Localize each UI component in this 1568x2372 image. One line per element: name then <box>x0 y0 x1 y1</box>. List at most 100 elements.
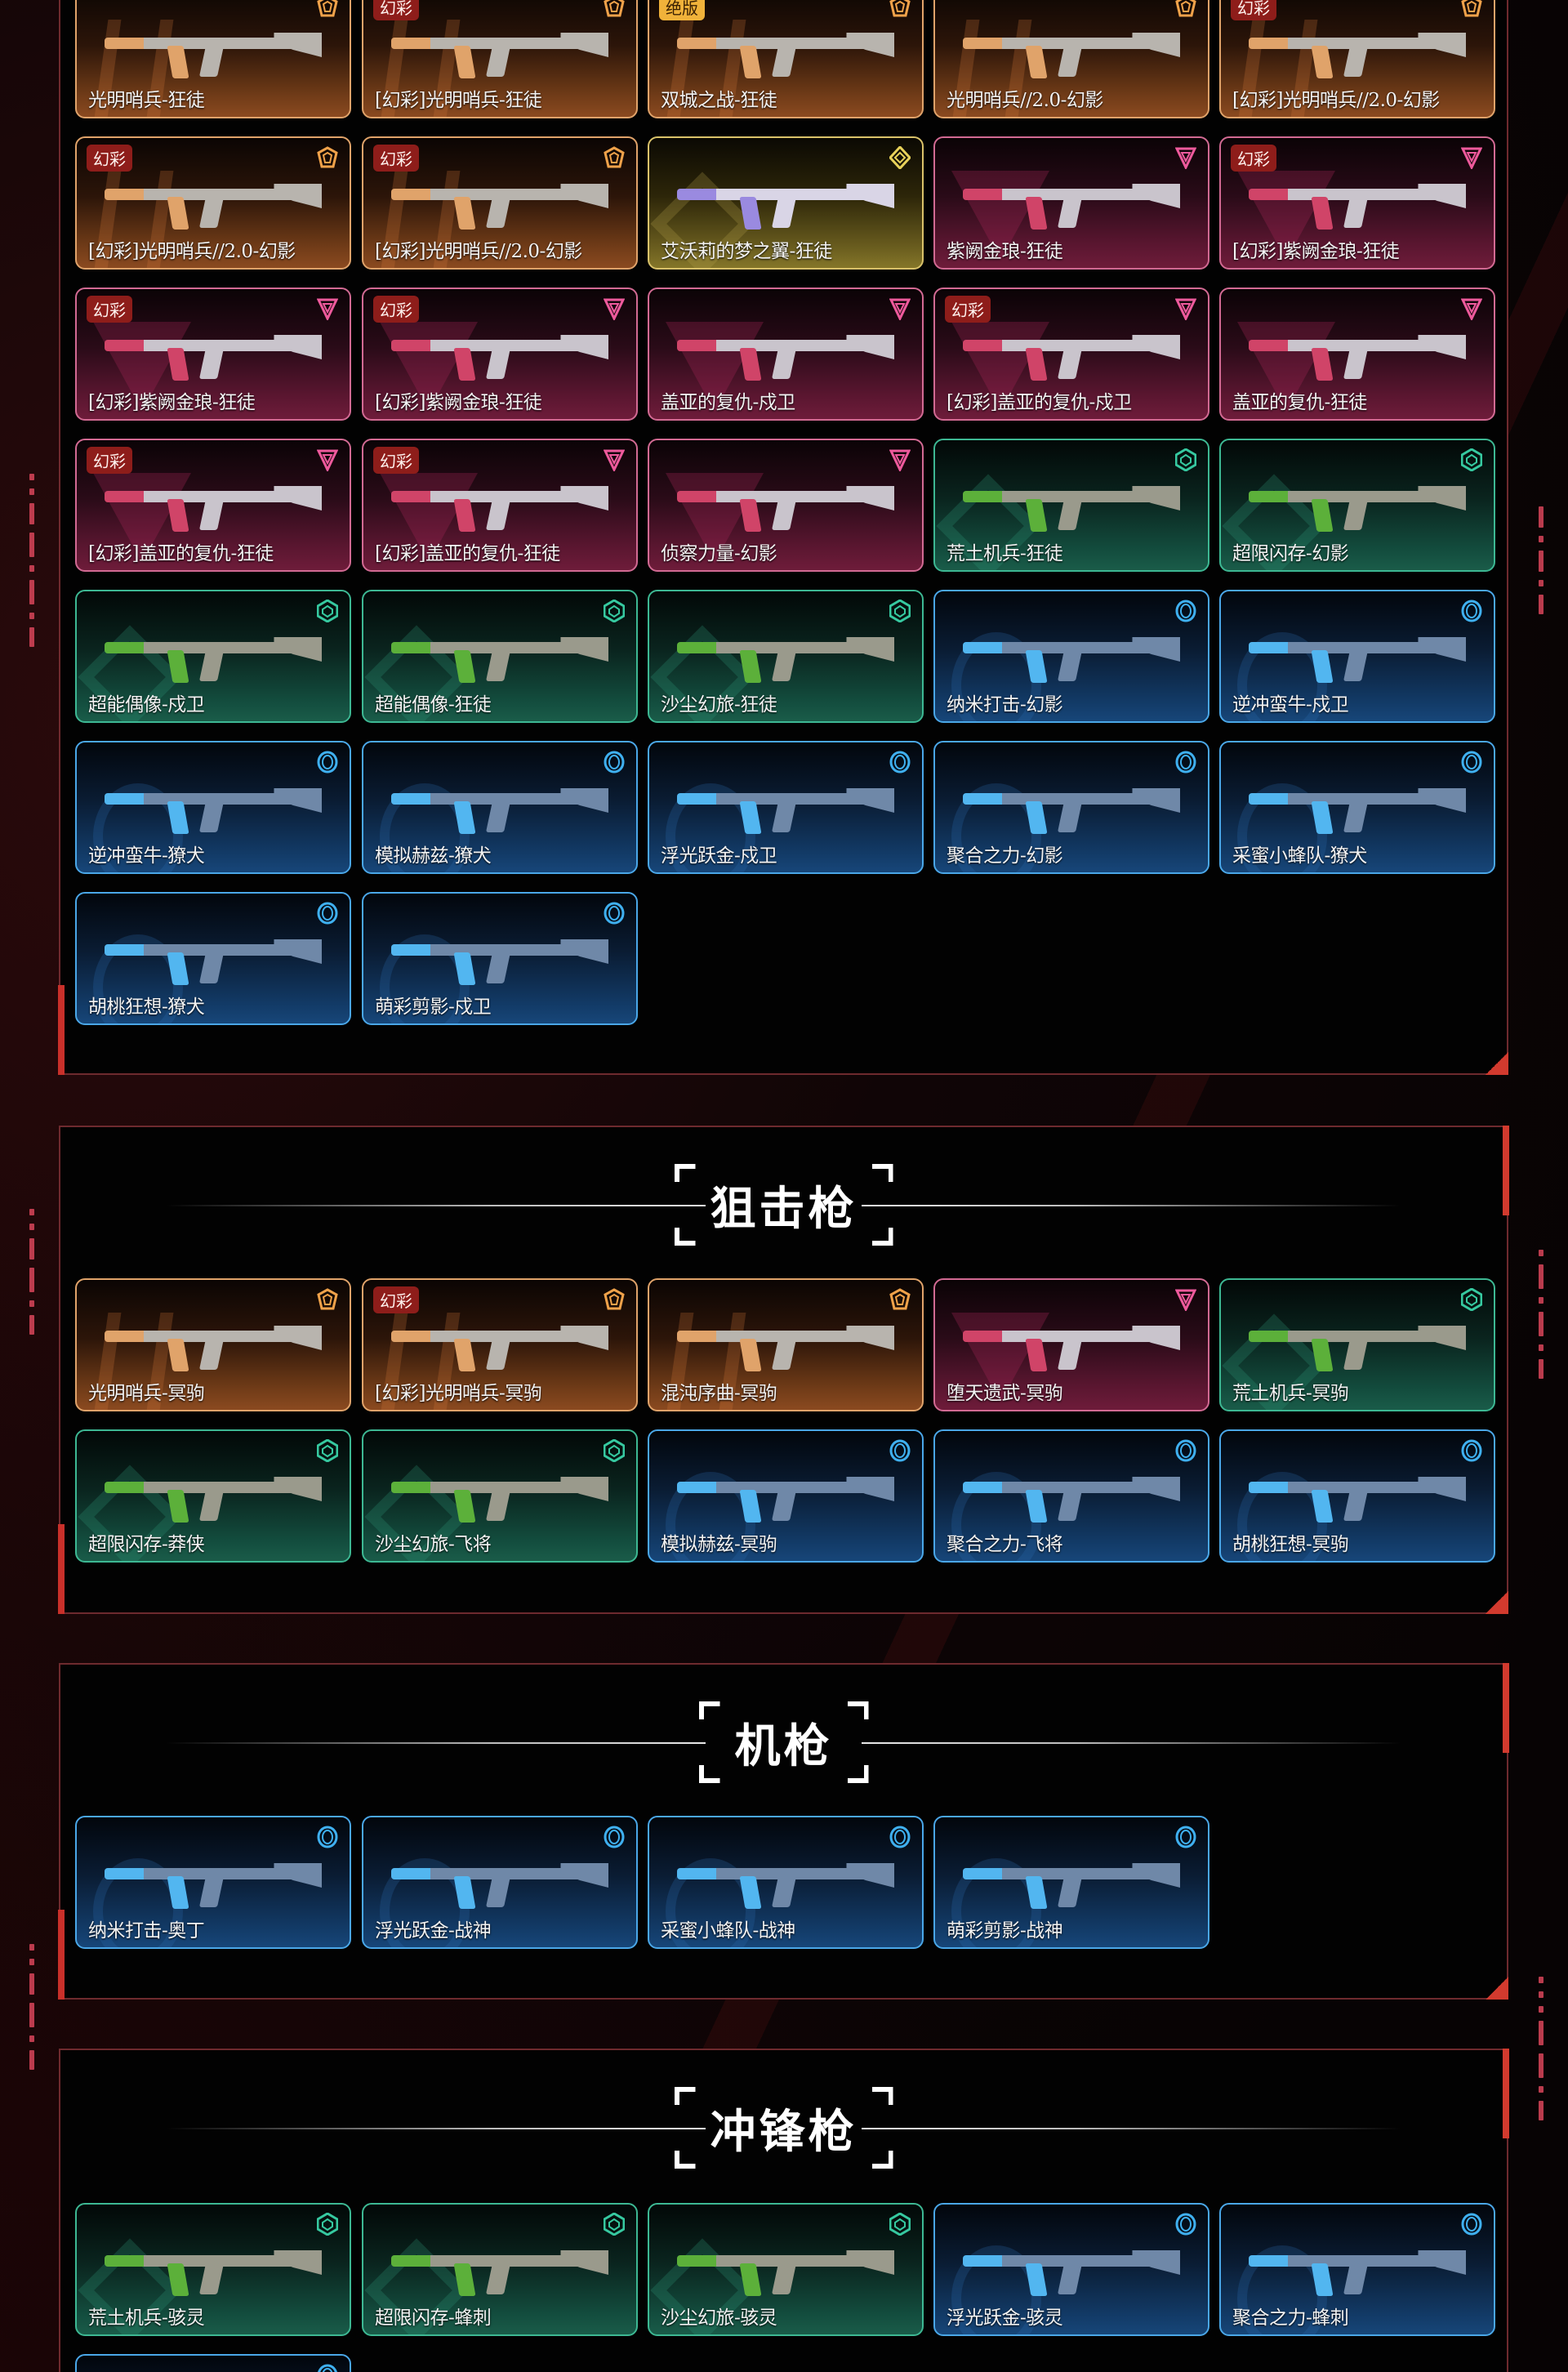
skin-card[interactable]: 采蜜小蜂队-獠犬 <box>1219 741 1495 874</box>
skin-card[interactable]: 光明哨兵//2.0-幻影 <box>933 0 1209 118</box>
skin-card[interactable]: 模拟赫兹-獠犬 <box>362 741 638 874</box>
skin-name: 浮光跃金-战神 <box>375 1920 492 1942</box>
circle-tier-icon <box>1461 2213 1482 2236</box>
skin-card[interactable]: 幻彩[幻彩]紫阙金琅-狂徒 <box>75 288 351 421</box>
skin-card[interactable]: 混沌序曲-冥驹 <box>648 1278 924 1411</box>
skin-card[interactable]: 采蜜小蜂队-战神 <box>648 1816 924 1949</box>
skin-card[interactable]: 纳米打击-奥丁 <box>75 1816 351 1949</box>
triangle-tier-icon <box>1174 146 1197 171</box>
header-divider <box>862 2128 1401 2129</box>
skin-card[interactable]: 幻彩[幻彩]盖亚的复仇-狂徒 <box>75 439 351 572</box>
skin-card[interactable]: 萌彩剪影-戍卫 <box>362 892 638 1025</box>
triangle-tier-icon <box>603 297 626 322</box>
skin-card[interactable]: 超能偶像-狂徒 <box>362 590 638 723</box>
weapon-image <box>105 479 322 532</box>
skin-card[interactable]: 盖亚的复仇-狂徒 <box>1219 288 1495 421</box>
weapon-image <box>105 1319 322 1371</box>
skin-card[interactable]: 幻彩[幻彩]光明哨兵//2.0-幻影 <box>1219 0 1495 118</box>
triangle-tier-icon <box>1174 297 1197 322</box>
pentagon-tier-icon <box>604 1288 625 1311</box>
left-dash-decoration <box>29 1209 34 1343</box>
skin-name: 胡桃狂想-獠犬 <box>88 997 205 1018</box>
skin-card[interactable]: 浮光跃金-战神 <box>362 1816 638 1949</box>
skin-card[interactable]: 光明哨兵-狂徒 <box>75 0 351 118</box>
pentagon-tier-icon <box>317 0 338 18</box>
smg-section: 冲锋枪 荒土机兵-骇灵超限闪存-蜂刺沙尘幻旅-骇灵浮光跃金-骇灵聚合之力-蜂刺 <box>59 2049 1509 2372</box>
skin-card[interactable]: 胡桃狂想-獠犬 <box>75 892 351 1025</box>
skin-card[interactable]: 逆冲蛮牛-戍卫 <box>1219 590 1495 723</box>
skin-name: 艾沃莉的梦之翼-狂徒 <box>661 241 832 262</box>
skin-card[interactable]: 浮光跃金-戍卫 <box>648 741 924 874</box>
rifle-section: 光明哨兵-狂徒幻彩[幻彩]光明哨兵-狂徒绝版双城之战-狂徒光明哨兵//2.0-幻… <box>58 0 1508 1075</box>
skin-card[interactable]: 幻彩[幻彩]紫阙金琅-狂徒 <box>1219 136 1495 270</box>
skin-name: 逆冲蛮牛-戍卫 <box>1232 694 1349 716</box>
triangle-tier-icon <box>889 448 911 473</box>
skin-card[interactable]: 沙尘幻旅-飞将 <box>362 1429 638 1563</box>
weapon-image <box>963 2244 1180 2296</box>
skin-name: 超限闪存-蜂刺 <box>375 2307 492 2329</box>
skin-name: 纳米打击-幻影 <box>947 694 1063 716</box>
skin-card[interactable]: 沙尘幻旅-骇灵 <box>648 2203 924 2336</box>
skin-card[interactable]: 逆冲蛮牛-獠犬 <box>75 741 351 874</box>
skin-card[interactable]: 光明哨兵-冥驹 <box>75 1278 351 1411</box>
skin-card[interactable] <box>75 2354 351 2372</box>
skin-name: [幻彩]光明哨兵//2.0-幻影 <box>88 241 296 262</box>
circle-tier-icon <box>604 1826 625 1848</box>
skin-card[interactable]: 超限闪存-蜂刺 <box>362 2203 638 2336</box>
weapon-image <box>677 479 894 532</box>
skin-card[interactable]: 沙尘幻旅-狂徒 <box>648 590 924 723</box>
skin-card[interactable]: 超能偶像-戍卫 <box>75 590 351 723</box>
weapon-image <box>1249 2244 1466 2296</box>
skin-name: 盖亚的复仇-狂徒 <box>1232 392 1367 413</box>
skin-card[interactable]: 幻彩[幻彩]光明哨兵-狂徒 <box>362 0 638 118</box>
skin-card[interactable]: 紫阙金琅-狂徒 <box>933 136 1209 270</box>
skin-card[interactable]: 艾沃莉的梦之翼-狂徒 <box>648 136 924 270</box>
panel-corner-accent <box>1486 1052 1508 1075</box>
variant-tag: 幻彩 <box>87 447 132 474</box>
left-dash-decoration <box>29 474 34 655</box>
skin-card[interactable]: 聚合之力-蜂刺 <box>1219 2203 1495 2336</box>
skin-card[interactable]: 侦察力量-幻影 <box>648 439 924 572</box>
section-header: 机枪 <box>60 1697 1507 1787</box>
variant-tag: 绝版 <box>659 0 705 20</box>
skin-card[interactable]: 聚合之力-飞将 <box>933 1429 1209 1563</box>
skin-card[interactable]: 幻彩[幻彩]光明哨兵//2.0-幻影 <box>75 136 351 270</box>
weapon-image <box>391 933 608 985</box>
skin-card[interactable]: 盖亚的复仇-戍卫 <box>648 288 924 421</box>
weapon-image <box>677 328 894 381</box>
right-dash-decoration <box>1539 506 1544 622</box>
skin-card[interactable]: 纳米打击-幻影 <box>933 590 1209 723</box>
section-title: 机枪 <box>734 1719 833 1773</box>
skin-card[interactable]: 荒土机兵-狂徒 <box>933 439 1209 572</box>
skin-card[interactable]: 幻彩[幻彩]紫阙金琅-狂徒 <box>362 288 638 421</box>
skin-card[interactable]: 绝版双城之战-狂徒 <box>648 0 924 118</box>
skin-card[interactable]: 幻彩[幻彩]盖亚的复仇-狂徒 <box>362 439 638 572</box>
sniper-section: 狙击枪 光明哨兵-冥驹幻彩[幻彩]光明哨兵-冥驹混沌序曲-冥驹堕天遗武-冥驹荒土… <box>58 1126 1509 1614</box>
skin-card[interactable]: 荒土机兵-冥驹 <box>1219 1278 1495 1411</box>
weapon-image <box>105 1470 322 1523</box>
skin-card[interactable]: 聚合之力-幻影 <box>933 741 1209 874</box>
skin-card[interactable]: 超限闪存-幻影 <box>1219 439 1495 572</box>
triangle-tier-icon <box>603 448 626 473</box>
hexagon-tier-icon <box>889 2212 911 2236</box>
skin-card[interactable]: 超限闪存-莽侠 <box>75 1429 351 1563</box>
skin-card[interactable]: 萌彩剪影-战神 <box>933 1816 1209 1949</box>
weapon-image <box>677 631 894 683</box>
skin-card[interactable]: 堕天遗武-冥驹 <box>933 1278 1209 1411</box>
circle-tier-icon <box>889 1439 911 1462</box>
weapon-image <box>1249 782 1466 834</box>
skin-card[interactable]: 幻彩[幻彩]光明哨兵-冥驹 <box>362 1278 638 1411</box>
hexagon-tier-icon <box>316 599 339 623</box>
skin-card[interactable]: 胡桃狂想-冥驹 <box>1219 1429 1495 1563</box>
circle-tier-icon <box>1175 2213 1196 2236</box>
skin-card[interactable]: 浮光跃金-骇灵 <box>933 2203 1209 2336</box>
skin-name: 浮光跃金-骇灵 <box>947 2307 1063 2329</box>
header-divider <box>167 1742 706 1744</box>
skin-card[interactable]: 模拟赫兹-冥驹 <box>648 1429 924 1563</box>
skin-card[interactable]: 幻彩[幻彩]光明哨兵//2.0-幻影 <box>362 136 638 270</box>
skin-card[interactable]: 幻彩[幻彩]盖亚的复仇-戍卫 <box>933 288 1209 421</box>
skin-name: 荒土机兵-狂徒 <box>947 543 1063 564</box>
title-bracket: 机枪 <box>699 1701 869 1783</box>
hexagon-tier-icon <box>889 599 911 623</box>
skin-card[interactable]: 荒土机兵-骇灵 <box>75 2203 351 2336</box>
